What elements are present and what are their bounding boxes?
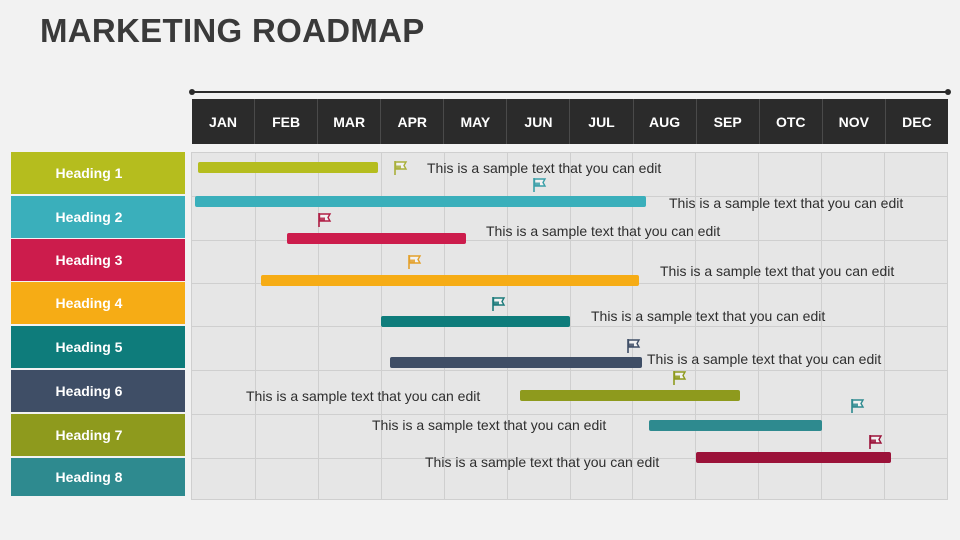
task-bar: [286, 233, 467, 244]
milestone-flag-icon: [407, 254, 423, 270]
month-mar: MAR: [318, 99, 382, 144]
month-nov: NOV: [823, 99, 886, 144]
page-title: MARKETING ROADMAP: [40, 12, 425, 49]
task-label: This is a sample text that you can edit: [246, 388, 481, 404]
task-label: This is a sample text that you can edit: [486, 223, 721, 239]
heading-1: Heading 1: [11, 152, 185, 194]
grid-line-horizontal: [192, 326, 947, 327]
month-jun: JUN: [507, 99, 571, 144]
grid-line-horizontal: [192, 458, 947, 459]
task-label: This is a sample text that you can edit: [427, 160, 662, 176]
task-bar: [696, 452, 892, 463]
task-bar: [519, 390, 741, 401]
task-bar: [198, 162, 378, 173]
month-sep: SEP: [697, 99, 760, 144]
heading-7: Heading 7: [11, 414, 185, 456]
milestone-flag-icon: [672, 370, 688, 386]
month-oct: OTC: [760, 99, 823, 144]
milestone-flag-icon: [532, 177, 548, 193]
month-dec: DEC: [902, 113, 932, 130]
task-label: This is a sample text that you can edit: [660, 263, 895, 279]
task-label: This is a sample text that you can edit: [669, 195, 904, 211]
month-jul: JUL: [570, 99, 634, 144]
heading-5: Heading 5: [11, 326, 185, 368]
month-jan: JAN: [192, 99, 256, 144]
heading-4: Heading 4: [11, 282, 185, 324]
month-apr: APR: [381, 99, 445, 144]
task-bar: [381, 316, 570, 327]
month-feb: FEB: [255, 99, 319, 144]
task-label: This is a sample text that you can edit: [647, 351, 882, 367]
heading-6: Heading 6: [11, 370, 185, 412]
milestone-flag-icon: [626, 338, 642, 354]
milestone-flag-icon: [393, 160, 409, 176]
task-label: This is a sample text that you can edit: [425, 454, 660, 470]
milestone-flag-icon: [317, 212, 333, 228]
heading-2: Heading 2: [11, 196, 185, 238]
task-bar: [195, 196, 646, 207]
milestone-flag-icon: [491, 296, 507, 312]
grid-line-horizontal: [192, 370, 947, 371]
month-aug: AUG: [634, 99, 697, 144]
timeline-rule: [189, 89, 951, 95]
task-label: This is a sample text that you can edit: [591, 308, 826, 324]
task-bar: [648, 420, 822, 431]
grid-line-horizontal: [192, 414, 947, 415]
heading-3: Heading 3: [11, 239, 185, 281]
task-bar: [261, 275, 640, 286]
grid-line-horizontal: [192, 240, 947, 241]
month-may: MAY: [444, 99, 508, 144]
task-bar: [390, 357, 643, 368]
milestone-flag-icon: [868, 434, 884, 450]
month-header: JAN FEB MAR APR MAY JUN JUL AUG SEP OTC …: [192, 99, 948, 144]
heading-8: Heading 8: [11, 458, 185, 496]
task-label: This is a sample text that you can edit: [372, 417, 607, 433]
milestone-flag-icon: [850, 398, 866, 414]
